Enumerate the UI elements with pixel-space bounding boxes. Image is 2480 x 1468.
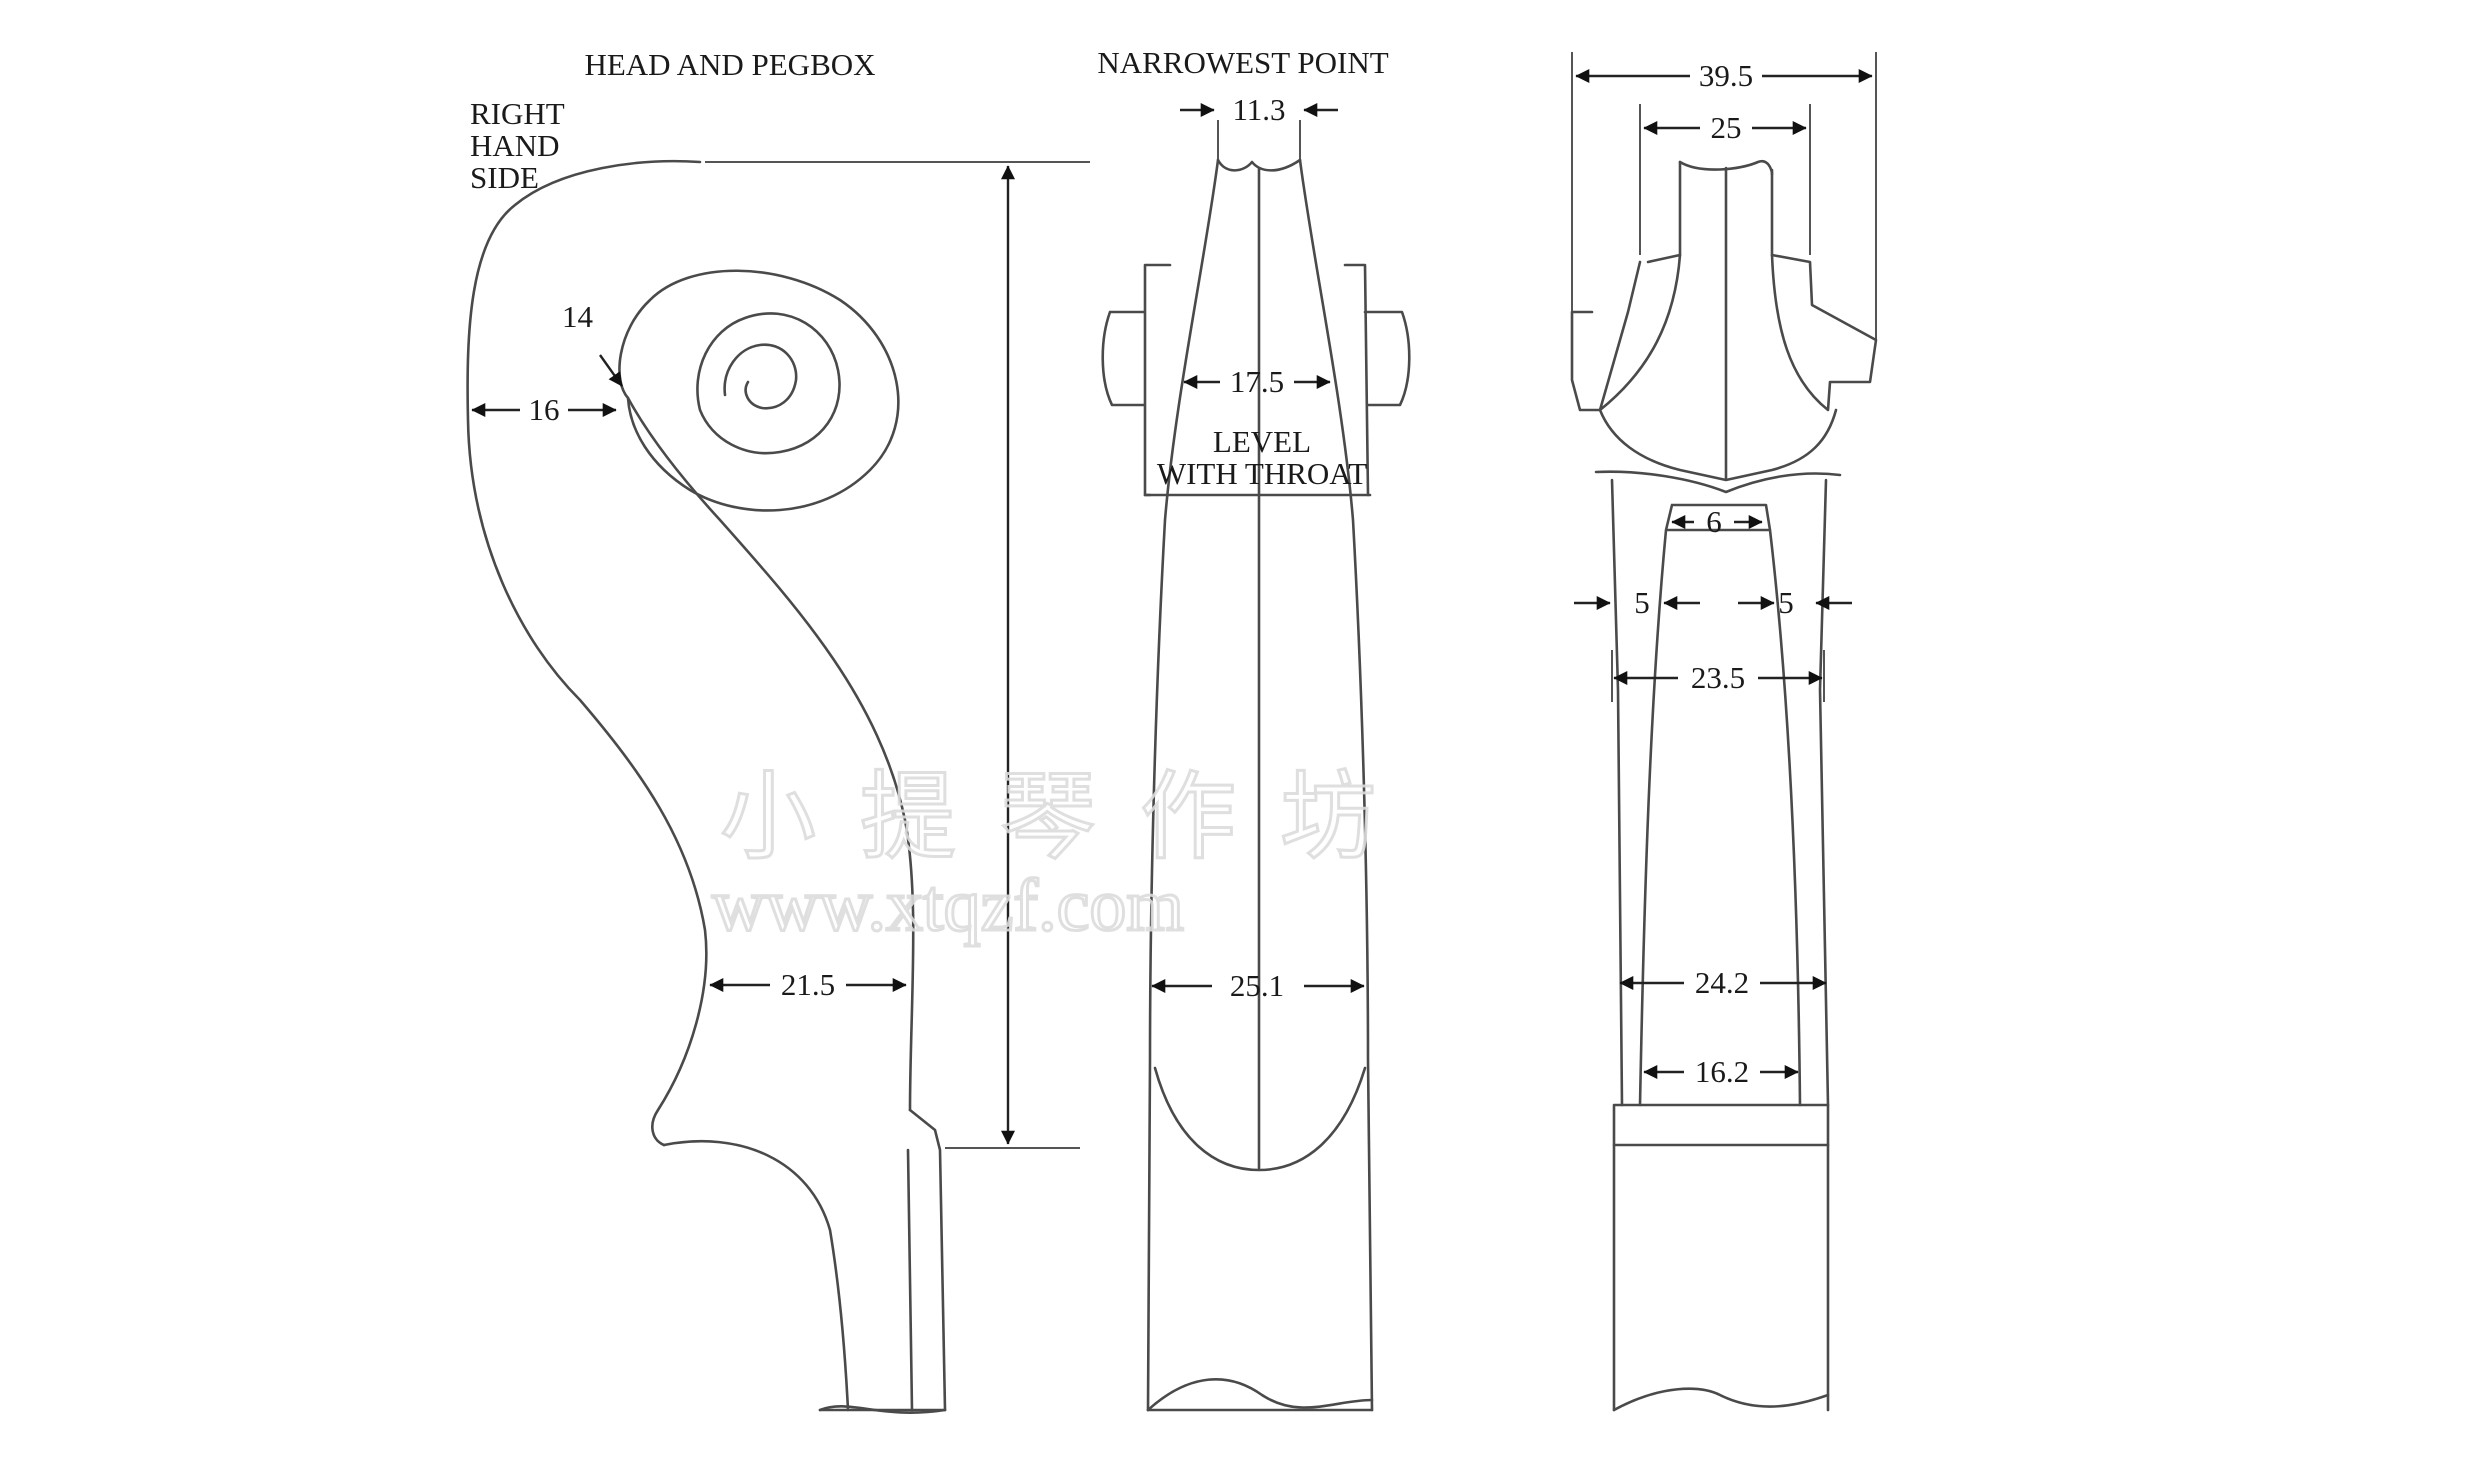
front-view: NARROWEST POINT 11.3 17.5 LEVEL WITH THR… — [1097, 45, 1411, 1412]
narrowest-point-label: NARROWEST POINT — [1097, 45, 1388, 80]
back-inner-channel — [1638, 503, 1802, 1107]
back-throat-curve — [1594, 470, 1842, 494]
head-and-pegbox-label: HEAD AND PEGBOX — [584, 47, 875, 82]
scroll-width-value: 16 — [529, 392, 560, 427]
scroll-turn-outer — [618, 269, 900, 512]
upper-width-value: 23.5 — [1691, 660, 1745, 695]
back-nut-block — [1612, 1103, 1830, 1147]
front-heel-curve — [1153, 1066, 1367, 1172]
nut-line — [906, 1148, 914, 1412]
front-ear-right — [1343, 263, 1411, 497]
watermark-url: www.xtqzf.com — [712, 865, 1184, 947]
front-throat-value: 25.1 — [1230, 968, 1284, 1003]
back-ears — [1570, 253, 1878, 412]
scroll-turn-middle — [696, 312, 841, 455]
back-pegbox-bottom — [1598, 408, 1838, 482]
front-left-outline — [1146, 158, 1220, 1412]
front-right-outline — [1298, 158, 1374, 1412]
scroll-gap-value: 14 — [562, 299, 594, 334]
narrowest-value: 11.3 — [1232, 92, 1285, 127]
front-bottom-cut — [1146, 1378, 1374, 1412]
throat-width-value: 21.5 — [781, 967, 835, 1002]
hand-label: HAND — [470, 128, 560, 163]
side-label: SIDE — [470, 160, 539, 195]
wall-right-value: 5 — [1778, 585, 1794, 620]
watermark: 小提琴作坊 www.xtqzf.com — [711, 760, 1420, 949]
wall-left-value: 5 — [1634, 585, 1650, 620]
back-outer-left — [1610, 478, 1624, 1107]
right-label: RIGHT — [470, 96, 565, 131]
level-label: LEVEL — [1213, 424, 1311, 459]
scroll-gap-arrow — [599, 354, 623, 387]
back-bottom-cut — [1612, 1387, 1830, 1412]
heel-outline — [662, 1139, 850, 1412]
scroll-outline — [466, 159, 708, 1147]
throat-curve — [626, 396, 915, 1112]
pegbox-width-value: 17.5 — [1230, 364, 1284, 399]
scroll-eye — [723, 343, 798, 410]
top-width-value: 25 — [1711, 110, 1742, 145]
nut-block — [908, 1108, 947, 1412]
ear-span-value: 39.5 — [1699, 58, 1753, 93]
lower-width-value: 24.2 — [1695, 965, 1749, 1000]
inner-width-value: 16.2 — [1695, 1054, 1749, 1089]
front-top-edge — [1216, 158, 1302, 172]
watermark-chinese: 小提琴作坊 — [720, 761, 1420, 873]
back-top-edge — [1678, 159, 1774, 176]
back-view: 39.5 25 6 5 5 — [1570, 52, 1878, 1412]
wall-inner-value: 6 — [1706, 504, 1722, 539]
side-view: HEAD AND PEGBOX RIGHT HAND SIDE 14 16 21… — [466, 47, 1090, 1414]
back-outer-right — [1818, 478, 1830, 1107]
with-throat-label: WITH THROAT — [1157, 456, 1367, 491]
